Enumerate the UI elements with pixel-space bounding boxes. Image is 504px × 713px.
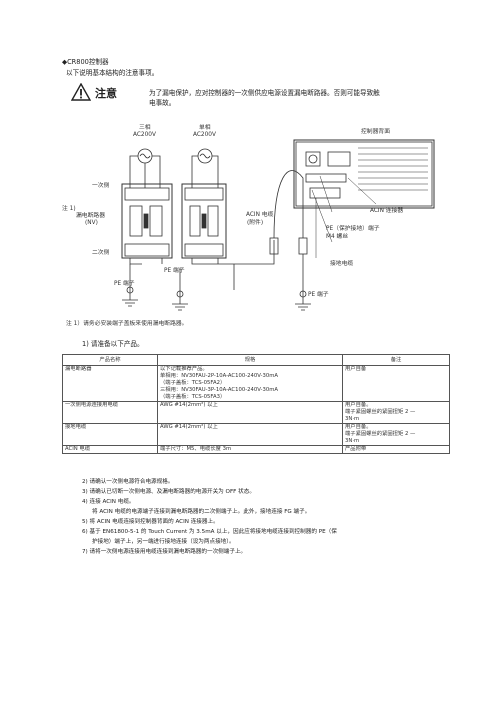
table-cell-note: 用户自备。 端子紧固螺丝的紧固扭矩 2 — 3N·m [342, 423, 450, 446]
table-row: 接地电缆 AWG #14(2mm²) 以上 用户自备。 端子紧固螺丝的紧固扭矩 … [62, 423, 450, 446]
single-phase-label: 单相 [199, 125, 211, 131]
table-cell-name: 漏电断路器 [62, 365, 158, 402]
caution-text-line2: 电事故。 [149, 99, 176, 107]
caution-heading: 注意 [95, 87, 117, 100]
table-row: 漏电断路器 以下记载推荐产品。 单相用：NV30FAU-2P-10A-AC100… [62, 365, 450, 402]
secondary-side-label: 二次侧 [92, 250, 110, 256]
table-cell-spec: 以下记载推荐产品。 单相用：NV30FAU-2P-10A-AC100-240V-… [157, 365, 343, 402]
step-1: 1) 请准备以下产品。 [82, 340, 144, 348]
diagram-footnote: 注 1）请务必安装端子盖板来使用漏电断路器。 [66, 321, 188, 327]
single-phase-voltage: AC200V [193, 132, 216, 138]
table-header-note: 备注 [342, 354, 450, 366]
step-6-line2: 护接地）端子上，另一端进行接地连接（设为两点接地）。 [92, 539, 235, 545]
ground-cable-label: 接地电缆 [330, 261, 354, 267]
breaker-label: 漏电断路器 [76, 213, 105, 219]
caution-text-line1: 为了漏电保护，应对控制器的一次侧供应电源设置漏电断路器。否则可能导致触 [149, 89, 380, 97]
product-table: 产品名称 规格 备注 漏电断路器 以下记载推荐产品。 单相用：NV30FAU-2… [62, 354, 450, 454]
pe-terminal-label-c: PE 端子 [308, 292, 329, 298]
table-row: ACIN 电缆 端子尺寸：M5、电缆长度 3m 产品附带 [62, 445, 450, 454]
intro-text: 以下说明基本结构的注意事项。 [66, 69, 159, 77]
table-header-row: 产品名称 规格 备注 [62, 354, 450, 366]
table-row: 一次侧电源连接用电缆 AWG #14(2mm²) 以上 用户自备。 端子紧固螺丝… [62, 401, 450, 424]
pe-terminal-label-a: PE 端子 [114, 281, 135, 287]
table-cell-spec: AWG #14(2mm²) 以上 [157, 401, 343, 424]
table-cell-spec: 端子尺寸：M5、电缆长度 3m [157, 445, 343, 454]
pe-terminal-label-b: PE 端子 [164, 268, 185, 274]
three-phase-label: 三相 [139, 125, 151, 131]
step-7: 7) 请将一次侧电源连接用电缆连接到漏电断路器的一次侧端子上。 [82, 549, 247, 555]
ground-symbol-icon [122, 294, 138, 307]
primary-side-label: 一次侧 [92, 183, 110, 189]
step-4-detail: 将 ACIN 电缆的电源端子连接到漏电断路器的二次侧端子上。此外，接地连接 FG… [92, 509, 311, 515]
table-cell-name: ACIN 电缆 [62, 445, 158, 454]
breaker-abbr-label: (NV) [85, 220, 98, 226]
table-header-spec: 规格 [157, 354, 343, 366]
pe-terminal-screw-label: M4 螺丝 [326, 234, 349, 240]
table-cell-name: 一次侧电源连接用电缆 [62, 401, 158, 424]
table-cell-note: 用户自备。 端子紧固螺丝的紧固扭矩 2 — 3N·m [342, 401, 450, 424]
controller-back-label: 控制器背面 [361, 129, 390, 135]
table-header-name: 产品名称 [62, 354, 158, 366]
wiring-diagram [58, 118, 448, 322]
warning-triangle-icon [70, 82, 92, 101]
note-ref-label: 注 1) [62, 206, 76, 212]
acin-connector-label: ACIN 连接器 [370, 208, 404, 214]
step-3: 3) 请确认已切断一次侧电源、及漏电断路器的电源开关为 OFF 状态。 [82, 489, 255, 495]
three-phase-voltage: AC200V [133, 132, 156, 138]
table-cell-note: 用户自备 [342, 365, 450, 402]
table-cell-note: 产品附带 [342, 445, 450, 454]
step-2: 2) 请确认一次侧电源符合电源规格。 [82, 479, 174, 485]
table-cell-spec: AWG #14(2mm²) 以上 [157, 423, 343, 446]
section-title: ◆CR800控制器 [62, 58, 109, 66]
step-6-line1: 6) 基于 EN61800-5-1 的 Touch Current 为 3.5m… [82, 529, 337, 535]
table-cell-name: 接地电缆 [62, 423, 158, 446]
step-4: 4) 连接 ACIN 电缆。 [82, 499, 135, 505]
acin-cable-label: ACIN 电缆 [246, 212, 274, 218]
step-5: 5) 将 ACIN 电缆连接到控制器背面的 ACIN 连接器上。 [82, 519, 219, 525]
acin-cable-accessory-label: (附件) [247, 220, 264, 226]
pe-terminal-callout: PE（保护接地）端子 [326, 226, 380, 232]
